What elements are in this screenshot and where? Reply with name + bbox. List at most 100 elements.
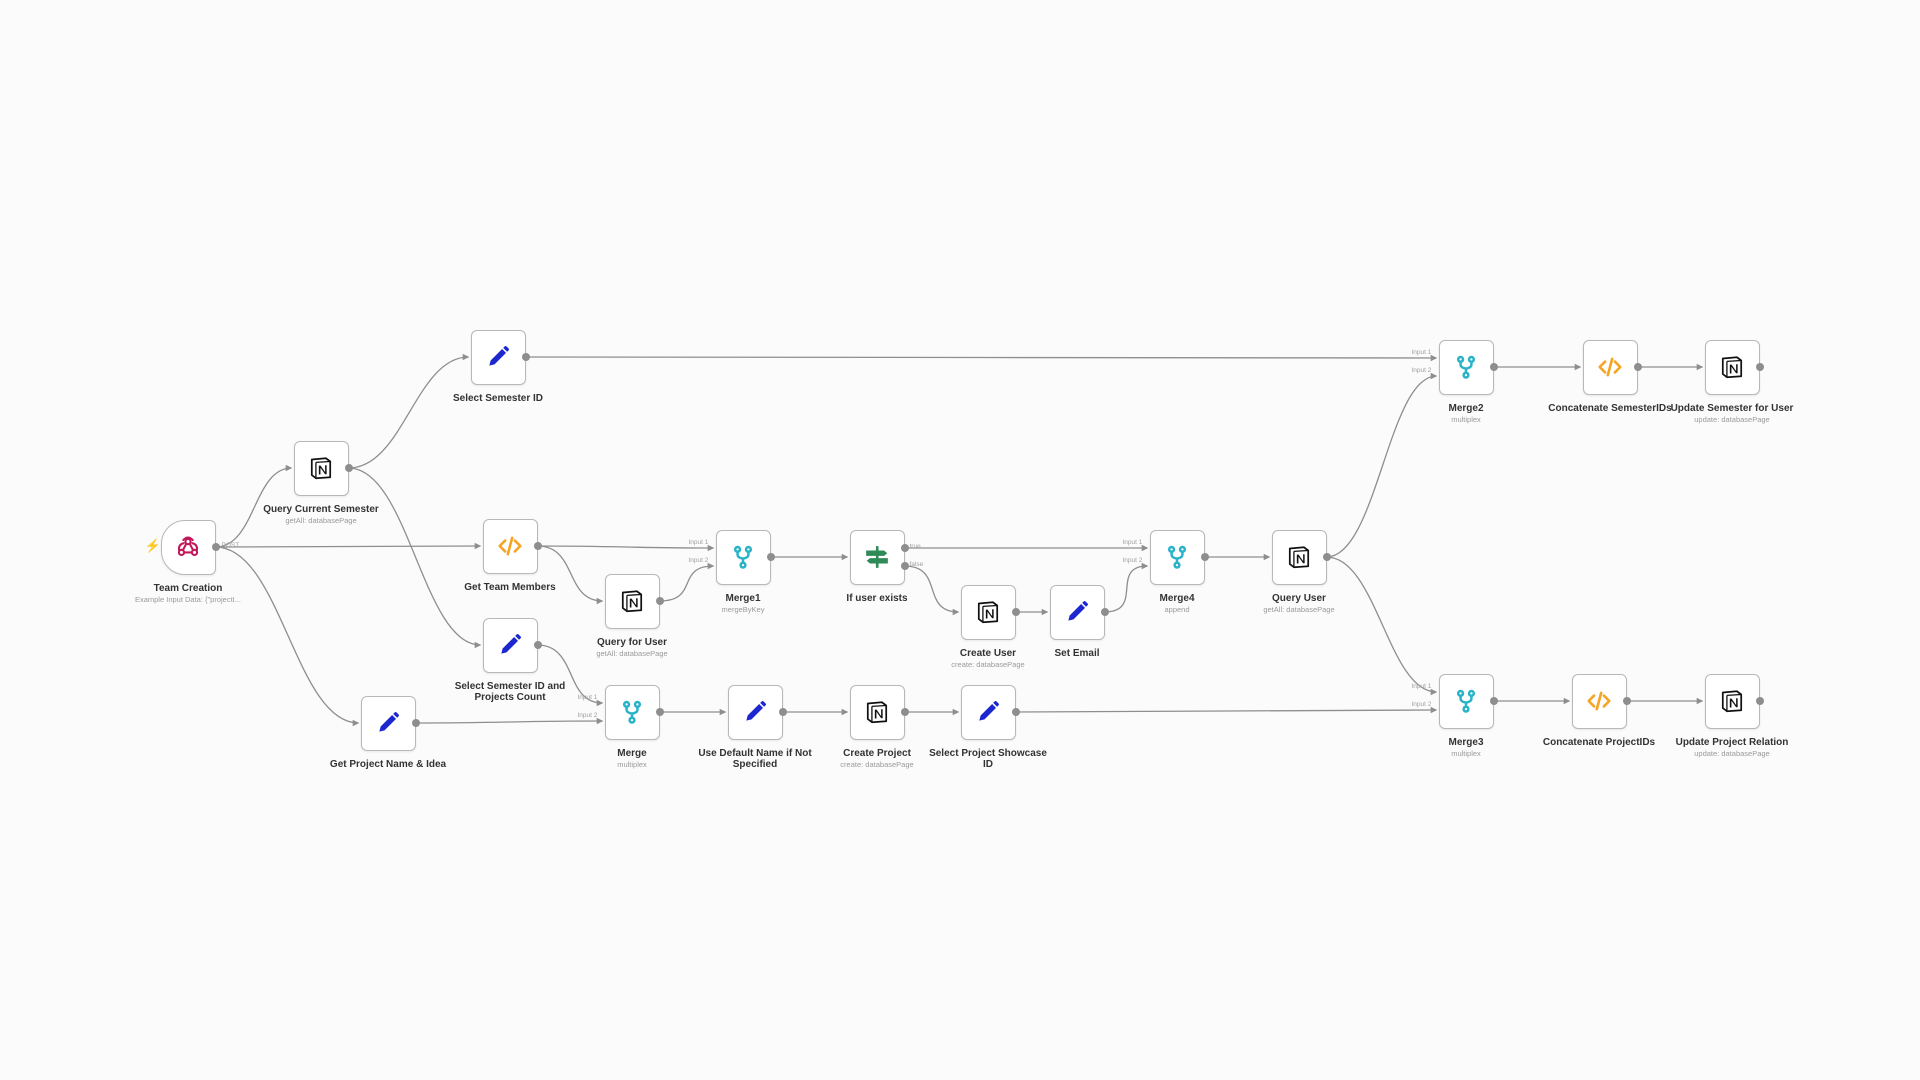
node-subtitle: Example Input Data: {"projectI... bbox=[134, 594, 242, 604]
input-label-2: Input 2 bbox=[688, 557, 709, 564]
node-label: Create User bbox=[959, 647, 1017, 659]
node-update-project-relation[interactable] bbox=[1704, 673, 1760, 729]
connection-team_creation-to-get_project_name_idea[interactable] bbox=[215, 546, 360, 727]
node-select-semester-id-projects-count[interactable] bbox=[482, 617, 538, 673]
connection-query_current_semester-to-select_semester_id[interactable] bbox=[348, 353, 470, 469]
node-label: Get Project Name & Idea bbox=[329, 758, 447, 770]
node-subtitle: getAll: databasePage bbox=[1263, 604, 1335, 614]
connection-team_creation-to-get_team_members[interactable] bbox=[215, 542, 482, 550]
connection-if_user_exists-to-create_user[interactable] bbox=[904, 565, 960, 616]
node-query-current-semester[interactable] bbox=[293, 440, 349, 496]
connection-get_team_members-to-query_for_user[interactable] bbox=[537, 545, 604, 605]
node-query-for-user[interactable] bbox=[604, 573, 660, 629]
node-use-default-name[interactable] bbox=[727, 684, 783, 740]
connection-query_user-to-merge2[interactable] bbox=[1326, 372, 1438, 558]
node-label: Query for User bbox=[596, 636, 668, 648]
notion-icon bbox=[1286, 544, 1312, 570]
merge-icon bbox=[1453, 354, 1479, 380]
merge-icon bbox=[1164, 544, 1190, 570]
output-port[interactable] bbox=[411, 719, 420, 727]
node-subtitle: update: databasePage bbox=[1694, 748, 1770, 758]
output-port[interactable] bbox=[1011, 708, 1020, 716]
connection-query_for_user-to-merge1[interactable] bbox=[659, 562, 715, 602]
node-merge2[interactable] bbox=[1438, 339, 1494, 395]
output-port[interactable] bbox=[655, 708, 664, 716]
output-label: POST bbox=[221, 542, 240, 549]
node-create-project[interactable] bbox=[849, 684, 905, 740]
input-label-1: Input 1 bbox=[1122, 539, 1143, 546]
node-label: Merge bbox=[617, 747, 647, 759]
node-create-user[interactable] bbox=[960, 584, 1016, 640]
connection-query_current_semester-to-select_semester_id_projects_count[interactable] bbox=[348, 467, 482, 649]
output-port-true[interactable] bbox=[900, 544, 909, 552]
connection-select_semester_id-to-merge2[interactable] bbox=[525, 354, 1438, 362]
node-label: Update Project Relation bbox=[1675, 736, 1789, 748]
connection-team_creation-to-query_current_semester[interactable] bbox=[215, 464, 293, 548]
connection-query_user-to-merge3[interactable] bbox=[1326, 556, 1438, 696]
node-set-email[interactable] bbox=[1049, 584, 1105, 640]
input-label-1: Input 1 bbox=[1411, 349, 1432, 356]
code-icon bbox=[1597, 354, 1623, 380]
output-port[interactable] bbox=[1622, 697, 1631, 705]
node-label: Select Semester ID bbox=[452, 392, 544, 404]
node-select-semester-id[interactable] bbox=[470, 329, 526, 385]
connection-get_project_name_idea-to-merge[interactable] bbox=[415, 717, 604, 725]
node-team-creation[interactable] bbox=[160, 519, 216, 575]
node-subtitle: mergeByKey bbox=[721, 604, 765, 614]
node-label: Merge2 bbox=[1448, 402, 1484, 414]
node-merge[interactable] bbox=[604, 684, 660, 740]
output-port[interactable] bbox=[1011, 608, 1020, 616]
output-port[interactable] bbox=[766, 553, 775, 561]
node-get-project-name-idea[interactable] bbox=[360, 695, 416, 751]
output-port[interactable] bbox=[900, 708, 909, 716]
node-label: Select Semester ID and Projects Count bbox=[454, 680, 566, 703]
notion-icon bbox=[975, 599, 1001, 625]
output-port[interactable] bbox=[655, 597, 664, 605]
node-query-user[interactable] bbox=[1271, 529, 1327, 585]
output-port[interactable] bbox=[1200, 553, 1209, 561]
connection-get_team_members-to-merge1[interactable] bbox=[537, 544, 715, 552]
node-concatenate-semesterids[interactable] bbox=[1582, 339, 1638, 395]
notion-icon bbox=[864, 699, 890, 725]
node-label: Select Project Showcase ID bbox=[929, 747, 1047, 770]
connection-select_project_showcase_id-to-merge3[interactable] bbox=[1015, 706, 1438, 714]
output-port[interactable] bbox=[533, 641, 542, 649]
output-port[interactable] bbox=[1100, 608, 1109, 616]
node-update-semester-for-user[interactable] bbox=[1704, 339, 1760, 395]
output-port[interactable] bbox=[1322, 553, 1331, 561]
node-get-team-members[interactable] bbox=[482, 518, 538, 574]
node-if-user-exists[interactable] bbox=[849, 529, 905, 585]
node-select-project-showcase-id[interactable] bbox=[960, 684, 1016, 740]
connection-select_semester_id_projects_count-to-merge[interactable] bbox=[537, 644, 604, 707]
output-label-true: true bbox=[909, 543, 921, 550]
node-merge4[interactable] bbox=[1149, 529, 1205, 585]
output-port[interactable] bbox=[778, 708, 787, 716]
code-icon bbox=[497, 533, 523, 559]
node-subtitle: append bbox=[1164, 604, 1190, 614]
notion-icon bbox=[619, 588, 645, 614]
output-port[interactable] bbox=[1755, 363, 1764, 371]
output-port[interactable] bbox=[1489, 363, 1498, 371]
node-subtitle: update: databasePage bbox=[1694, 414, 1770, 424]
output-port[interactable] bbox=[533, 542, 542, 550]
node-label: Create Project bbox=[843, 747, 911, 759]
output-port-false[interactable] bbox=[900, 562, 909, 570]
input-label-1: Input 1 bbox=[688, 539, 709, 546]
output-port[interactable] bbox=[1489, 697, 1498, 705]
output-port[interactable] bbox=[1633, 363, 1642, 371]
node-label: Team Creation bbox=[153, 582, 223, 594]
output-port[interactable] bbox=[521, 353, 530, 361]
node-label: Query User bbox=[1272, 592, 1326, 604]
connection-set_email-to-merge4[interactable] bbox=[1104, 562, 1149, 613]
node-concatenate-projectids[interactable] bbox=[1571, 673, 1627, 729]
output-port[interactable] bbox=[1755, 697, 1764, 705]
node-subtitle: create: databasePage bbox=[840, 759, 914, 769]
node-label: Concatenate ProjectIDs bbox=[1542, 736, 1656, 748]
node-merge1[interactable] bbox=[715, 529, 771, 585]
output-port[interactable] bbox=[344, 464, 353, 472]
output-port[interactable] bbox=[211, 543, 220, 551]
node-merge3[interactable] bbox=[1438, 673, 1494, 729]
input-label-2: Input 2 bbox=[1122, 557, 1143, 564]
